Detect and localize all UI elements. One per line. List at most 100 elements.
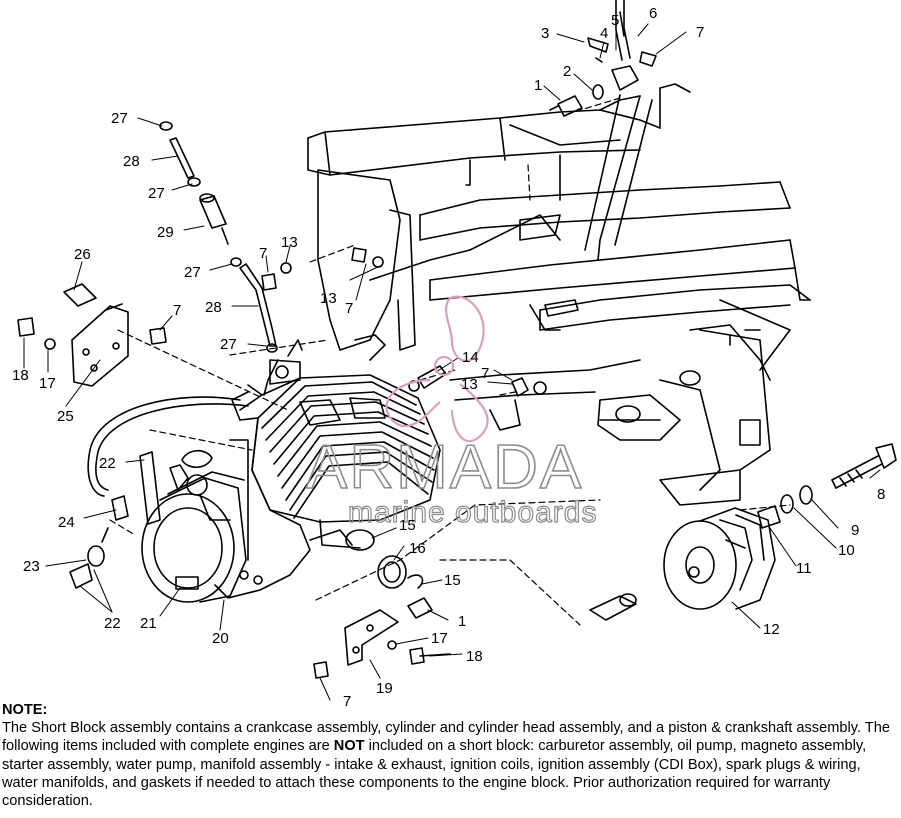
- callout-13-upper: 13: [281, 234, 298, 251]
- callout-19: 19: [376, 680, 393, 697]
- callout-21: 21: [140, 615, 157, 632]
- callout-17-bottom: 17: [431, 630, 448, 647]
- oil-filter-23: [69, 527, 109, 589]
- callouts: 1 2 3 4 5 6 7 7 7 7 7 7 8 9 10 11 12 13 …: [12, 5, 885, 710]
- magneto-housing: [141, 449, 247, 603]
- callout-7-upper: 7: [259, 245, 267, 262]
- nut-7-bottom: [313, 661, 329, 679]
- bracket-25: [71, 303, 129, 387]
- callout-14: 14: [462, 349, 479, 366]
- washer-13-c: [533, 381, 547, 395]
- watermark-tagline: marine outboards: [348, 496, 597, 529]
- callout-27-d: 27: [220, 336, 237, 353]
- callout-16: 16: [409, 540, 426, 557]
- callout-22-lower: 22: [104, 615, 121, 632]
- nut-7-upper: [261, 273, 277, 291]
- callout-27-a: 27: [111, 110, 128, 127]
- washer-2: [592, 84, 604, 100]
- watermark-logo: [385, 295, 489, 442]
- bracket-19: [344, 609, 399, 666]
- note-text: The Short Block assembly contains a cran…: [2, 719, 899, 810]
- bolt-3: [587, 37, 609, 53]
- nut-7-mid: [511, 377, 529, 397]
- callout-9: 9: [851, 522, 859, 539]
- callout-12: 12: [763, 621, 780, 638]
- callout-28-b: 28: [205, 299, 222, 316]
- carb-boot-16: [377, 555, 407, 589]
- bolt-18-left: [17, 317, 35, 337]
- callout-8: 8: [877, 486, 885, 503]
- callout-18-bottom: 18: [466, 648, 483, 665]
- callout-25: 25: [57, 408, 74, 425]
- callout-13-plate: 13: [320, 290, 337, 307]
- callout-29: 29: [157, 224, 174, 241]
- callout-27-c: 27: [184, 264, 201, 281]
- note-block: NOTE: The Short Block assembly contains …: [2, 701, 899, 810]
- callout-4: 4: [600, 25, 608, 42]
- callout-6: 6: [649, 5, 657, 22]
- callout-2: 2: [563, 63, 571, 80]
- callout-27-b: 27: [148, 185, 165, 202]
- fuel-filter-29: [199, 193, 229, 245]
- callout-1-bottom: 1: [458, 613, 466, 630]
- callout-7-bottom: 7: [343, 693, 351, 710]
- callout-5: 5: [611, 12, 619, 29]
- callout-26: 26: [74, 246, 91, 263]
- callout-13-mid: 13: [461, 376, 478, 393]
- watermark: ARMADA marine outboards: [305, 295, 597, 530]
- motor-mount-1-bottom: [407, 597, 433, 619]
- callout-18-left: 18: [12, 367, 29, 384]
- clutch-bushing: [589, 593, 637, 621]
- nut-7-top: [639, 51, 657, 67]
- callout-7-mid: 7: [481, 365, 489, 382]
- spacer-11: [757, 505, 781, 529]
- callout-22-upper: 22: [99, 455, 116, 472]
- callout-15-a: 15: [399, 517, 416, 534]
- engine-exploded-diagram: ARMADA marine outboards 1 2 3 4 5 6 7 7 …: [12, 0, 897, 710]
- callout-20: 20: [212, 630, 229, 647]
- bolt-18-bottom: [409, 647, 451, 665]
- fuel-line-28-top: [159, 121, 201, 187]
- oil-hose-22: [87, 396, 249, 525]
- guide-lines: [109, 97, 791, 626]
- watermark-brand: ARMADA: [306, 433, 583, 502]
- engine-block: [214, 339, 353, 599]
- note-text-part-1: The Short Block assembly contains a cran…: [2, 720, 890, 755]
- check-valve-24: [111, 495, 129, 521]
- callout-23: 23: [23, 558, 40, 575]
- washer-9: [799, 485, 813, 505]
- washer-17-bottom: [387, 640, 397, 650]
- callout-17-left: 17: [39, 375, 56, 392]
- hose-clamp-15-a: [345, 529, 375, 551]
- note-title: NOTE:: [2, 702, 48, 718]
- callout-7-left: 7: [173, 302, 181, 319]
- washer-17-left: [44, 338, 56, 350]
- callout-1: 1: [534, 77, 542, 94]
- bolt-8: [831, 443, 897, 489]
- leader-lines: [23, 23, 881, 701]
- standoff-26: [63, 283, 97, 307]
- motor-mount-1-top: [549, 95, 583, 117]
- washer-4: [595, 57, 603, 63]
- note-emphasis: NOT: [333, 738, 365, 755]
- callout-24: 24: [58, 514, 75, 531]
- washer-10: [780, 494, 794, 514]
- drive-clutch: [663, 507, 776, 610]
- callout-11: 11: [796, 560, 812, 577]
- note-text-part-2: included on a short block: carburetor as…: [2, 738, 867, 810]
- fuel-line-28-bottom: [230, 257, 278, 353]
- engine-mount-plate: [317, 169, 416, 361]
- hose-clamp-15-b: [407, 574, 424, 589]
- washer-13-b: [372, 256, 384, 268]
- callout-7-plate: 7: [345, 300, 353, 317]
- cable-6: [619, 11, 625, 37]
- callout-28-a: 28: [123, 153, 140, 170]
- callout-3: 3: [541, 25, 549, 42]
- nut-13-a: [351, 247, 367, 263]
- callout-15-b: 15: [444, 572, 461, 589]
- washer-13-upper: [280, 262, 292, 274]
- callout-10: 10: [838, 542, 855, 559]
- callout-7-top: 7: [696, 24, 704, 41]
- nut-7-left: [149, 327, 167, 345]
- frame-structure: [307, 83, 811, 506]
